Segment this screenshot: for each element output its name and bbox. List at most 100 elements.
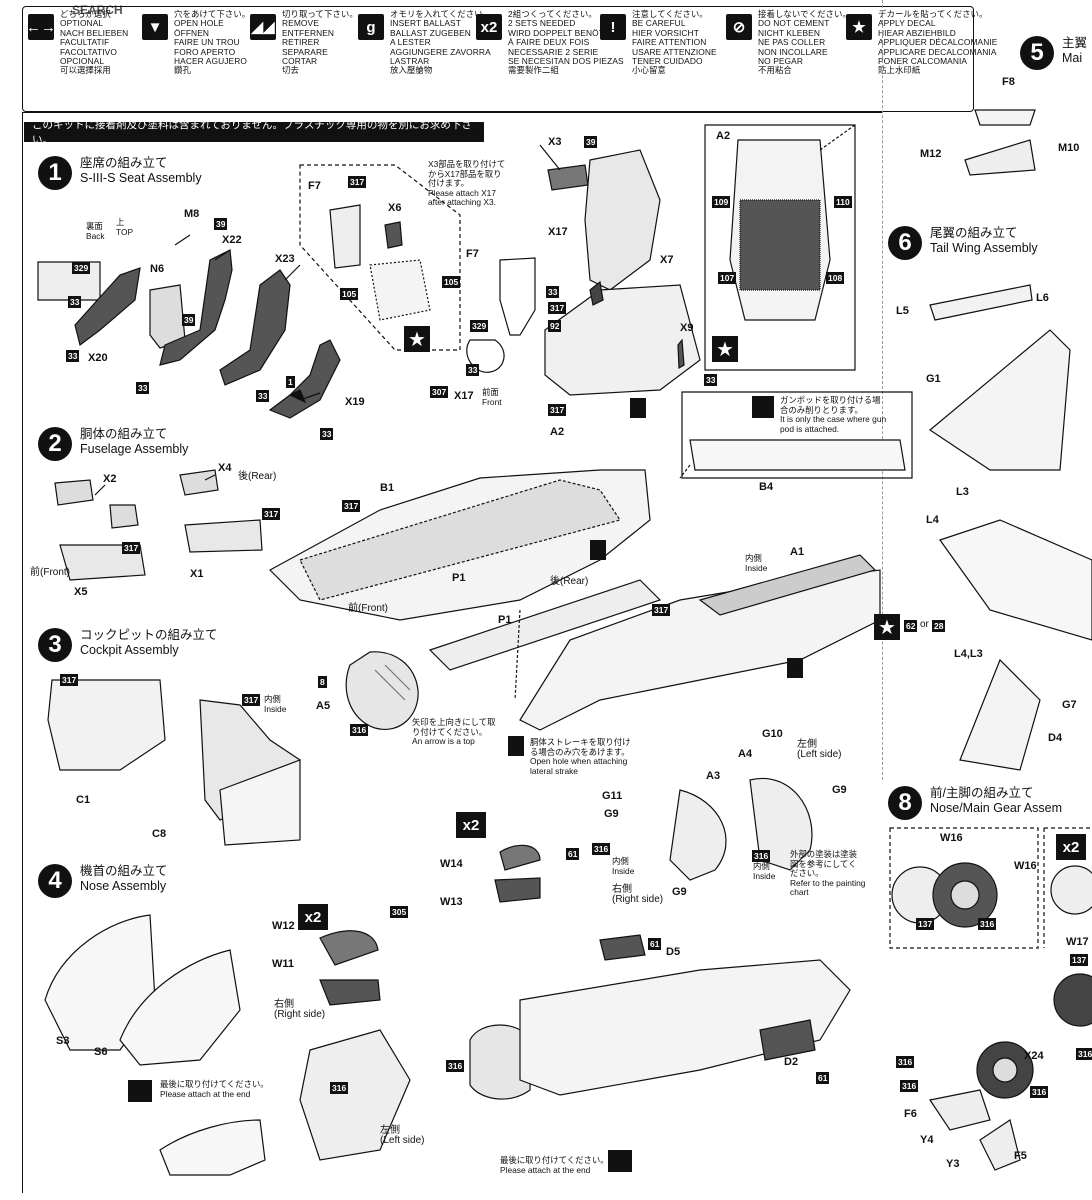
step-number: 3	[38, 628, 72, 662]
open-hole-icon: ▼	[142, 14, 168, 40]
back-label: 裏面 Back	[86, 221, 105, 241]
part-label: D4	[1048, 732, 1063, 744]
ballast-weight-icon: g	[358, 14, 384, 40]
open-hole-icon	[787, 658, 803, 678]
color-code-badge: 62	[904, 620, 918, 632]
part-label: N6	[150, 263, 165, 275]
part-label: F5	[1014, 1150, 1027, 1162]
part-label: X3	[548, 136, 562, 148]
front-label: 前(Front)	[348, 603, 388, 614]
part-label: X1	[190, 568, 204, 580]
color-code-badge: 317	[548, 404, 567, 416]
part-label: A5	[316, 700, 331, 712]
step-title-jp: コックピットの組み立て	[80, 628, 218, 642]
color-code-badge: 307	[430, 386, 449, 398]
color-code-badge: 316	[446, 1060, 465, 1072]
legend-item: ★デカールを貼ってください。 APPLY DECAL HIEAR ABZIEHB…	[846, 9, 998, 108]
step-title-en: Fuselage Assembly	[80, 442, 189, 456]
part-label: L4,L3	[954, 648, 983, 660]
no-cement-icon: ⊘	[726, 14, 752, 40]
part-label: X7	[660, 254, 674, 266]
color-code-badge: 317	[652, 604, 671, 616]
part-label: P1	[498, 614, 512, 626]
instruction-frame	[22, 112, 883, 1193]
inside-label: 内側 Inside	[264, 694, 287, 714]
color-code-badge: 317	[60, 674, 79, 686]
legend-text: どちらか選択 OPTIONAL NACH BELIEBEN FACULTATIF…	[60, 9, 129, 76]
front-label: 前(Front)	[30, 567, 70, 578]
remove-cut-icon	[752, 396, 774, 418]
x3-note: X3部品を取り付けて からX17部品を取り 付けます。 Please attac…	[428, 159, 506, 208]
part-label: M10	[1058, 142, 1080, 154]
legend-item: ⊘接着しないでください。 DO NOT CEMENT NICHT KLEBEN …	[726, 9, 851, 108]
attach-end-note: 最後に取り付けてください。 Please attach at the end	[500, 1155, 609, 1175]
legend-bar	[22, 6, 974, 112]
part-label: W12	[272, 920, 295, 932]
color-code-badge: 1	[286, 376, 295, 388]
legend-text: 注意してください。 BE CAREFUL HIER VORSICHT FAIRE…	[632, 9, 717, 76]
strake-note: 胴体ストレーキを取り付け る場合のみ穴をあけます。 Open hole when…	[530, 737, 631, 776]
top-label: 上 TOP	[116, 217, 134, 237]
color-code-badge: 317	[548, 302, 567, 314]
part-label: F7	[466, 248, 479, 260]
legend-text: 接着しないでください。 DO NOT CEMENT NICHT KLEBEN N…	[758, 9, 851, 76]
optional-arrows-icon: ←→	[26, 14, 56, 40]
color-code-badge: 33	[704, 374, 718, 386]
color-code-badge: 105	[442, 276, 461, 288]
left-side-label: 左側 (Left side)	[797, 739, 842, 760]
step-title-jp: 胴体の組み立て	[80, 427, 168, 441]
be-careful-icon: !	[600, 14, 626, 40]
step-title-jp: 座席の組み立て	[80, 156, 168, 170]
painting-note: 外部の塗装は塗装 図を参考にしてく ださい。 Refer to the pain…	[790, 849, 866, 898]
part-label: X2	[103, 473, 117, 485]
color-code-badge: 109	[712, 196, 731, 208]
part-label: X17	[548, 226, 568, 238]
color-code-badge: 8	[318, 676, 327, 688]
color-code-badge: 316	[896, 1056, 915, 1068]
step-number: 1	[38, 156, 72, 190]
decal-star-icon: ★	[404, 326, 430, 352]
part-label: W17	[1066, 936, 1089, 948]
step-title-en: Mai	[1062, 51, 1083, 65]
right-side-label: 右側 (Right side)	[612, 884, 664, 905]
part-label: Y3	[946, 1158, 960, 1170]
arrow-top-note: 矢印を上向きにして取 り付けてください。 An arrow is a top	[412, 717, 496, 747]
notice-banner: このキットに接着剤及び塗料は含まれておりません。プラスチック専用の物を別にお求め…	[24, 119, 484, 146]
legend-text: デカールを貼ってください。 APPLY DECAL HIEAR ABZIEHBI…	[878, 9, 998, 76]
part-label: X22	[222, 234, 242, 246]
color-code-badge: 33	[466, 364, 480, 376]
color-code-badge: 316	[1030, 1086, 1049, 1098]
color-code-badge: 61	[648, 938, 662, 950]
part-label: X24	[1024, 1050, 1044, 1062]
step-title-jp: 機首の組み立て	[80, 864, 168, 878]
part-label: G10	[762, 728, 783, 740]
part-label: W16	[1014, 860, 1037, 872]
decal-star-icon: ★	[874, 614, 900, 640]
two-sets-badge: x2	[298, 904, 328, 930]
remove-cut-icon: ◢◢	[250, 14, 276, 40]
part-label: X4	[218, 462, 232, 474]
part-label: W11	[272, 958, 295, 970]
color-code-badge: 316	[900, 1080, 919, 1092]
step-title-en: Cockpit Assembly	[80, 643, 179, 657]
two-sets-icon: x2	[476, 14, 502, 40]
part-label: F8	[1002, 76, 1015, 88]
color-code-badge: 107	[718, 272, 737, 284]
color-code-badge: 317	[262, 508, 281, 520]
part-label: Y4	[920, 1134, 934, 1146]
color-code-badge: 316	[592, 843, 611, 855]
part-label: G11	[602, 790, 623, 802]
part-label: G9	[832, 784, 847, 796]
part-label: M12	[920, 148, 942, 160]
left-side-label: 左側 (Left side)	[380, 1125, 425, 1146]
legend-text: 切り取って下さい。 REMOVE ENTFERNEN RETIRER SEPAR…	[282, 9, 358, 76]
inside-label: 内側 Inside	[753, 861, 776, 881]
part-label: B4	[759, 481, 774, 493]
right-frame	[882, 0, 1092, 780]
color-code-badge: 317	[348, 176, 367, 188]
